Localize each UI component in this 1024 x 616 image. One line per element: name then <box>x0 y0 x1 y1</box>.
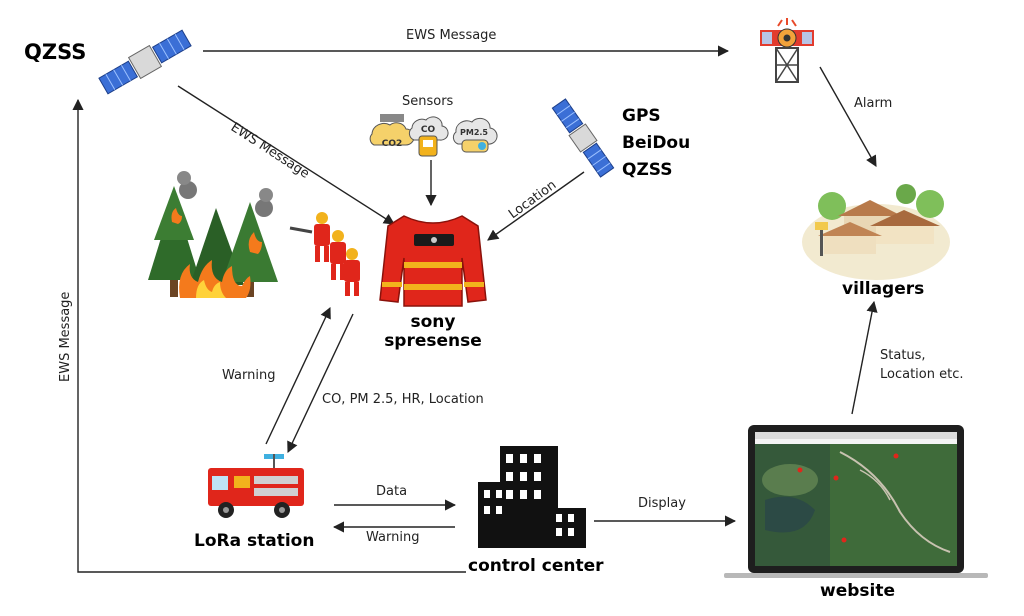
villagers-label: villagers <box>842 279 925 299</box>
edge-siren-to-villagers <box>819 66 877 167</box>
sensors-group: CO2 CO PM2.5 <box>369 114 498 157</box>
edge-label-control-to-lora: Warning <box>366 530 420 545</box>
gnss-label-gps: GPS <box>622 106 661 126</box>
website-label: website <box>820 581 896 601</box>
edge-website-to-villagers <box>851 300 878 415</box>
edge-label-qzss-to-siren: EWS Message <box>406 28 497 43</box>
gnss-label-beidou: BeiDou <box>622 133 691 153</box>
device-jacket-icon <box>379 215 487 307</box>
edge-label-website-to-villagers-line2: Location etc. <box>880 367 964 382</box>
edge-lora-to-device <box>265 306 331 445</box>
control-center-building-icon <box>478 446 586 548</box>
gnss-satellite-icon <box>551 98 615 178</box>
edge-label-website-to-villagers-line1: Status, <box>880 348 926 363</box>
connectors <box>72 45 878 573</box>
forest-fire-icon <box>148 171 278 298</box>
edge-label-lora-to-device: Warning <box>222 368 276 383</box>
pm25-sensor-icon: PM2.5 <box>452 117 498 153</box>
firefighters-icon <box>289 212 360 296</box>
edge-label-siren-to-villagers: Alarm <box>854 96 893 111</box>
village-icon <box>802 184 950 280</box>
edge-gnss-to-device <box>487 171 585 241</box>
siren-tower-icon <box>760 18 814 83</box>
laptop-icon <box>724 425 988 578</box>
co2-label: CO2 <box>382 139 403 149</box>
edge-label-lora-to-control: Data <box>376 484 408 499</box>
co-label: CO <box>421 125 436 135</box>
edge-qzss-to-device <box>177 85 395 225</box>
qzss-label: QZSS <box>24 40 87 64</box>
lora-station-label: LoRa station <box>194 531 315 551</box>
control-center-label: control center <box>468 556 604 576</box>
co-sensor-icon: CO <box>408 116 449 157</box>
edge-device-to-lora <box>287 313 354 454</box>
device-label-line2: spresense <box>384 331 482 351</box>
edge-control-to-qzss <box>72 98 466 573</box>
fire-truck-icon <box>208 454 304 518</box>
sensors-label: Sensors <box>402 94 454 109</box>
edge-label-control-to-website: Display <box>638 496 686 511</box>
co2-sensor-icon: CO2 <box>369 114 415 149</box>
pm25-label: PM2.5 <box>460 128 488 137</box>
gnss-label-qzss: QZSS <box>622 160 673 180</box>
satellite-icon <box>98 29 192 95</box>
edge-label-device-to-lora: CO, PM 2.5, HR, Location <box>322 392 484 407</box>
edge-label-control-to-qzss: EWS Message <box>58 291 73 382</box>
device-label-line1: sony <box>410 312 456 332</box>
